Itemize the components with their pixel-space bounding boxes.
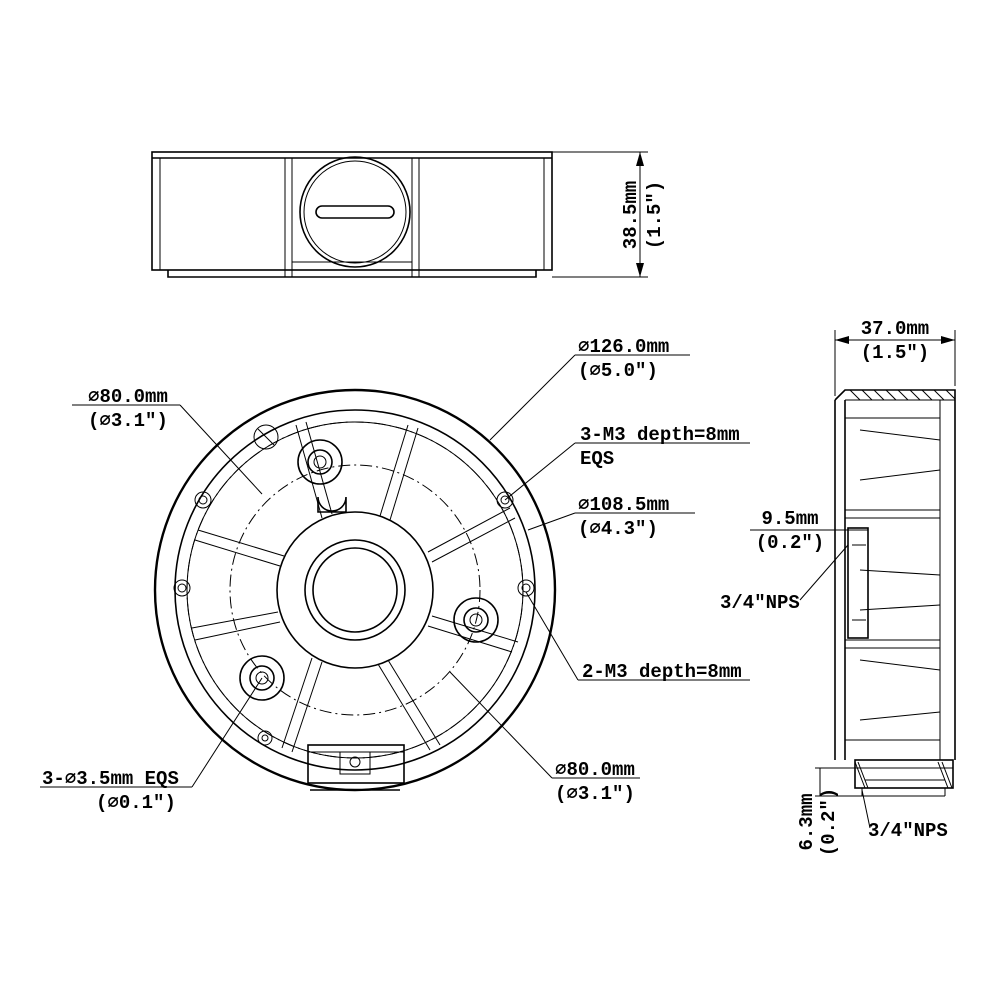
side-port — [847, 527, 869, 639]
outer-dia-mm-label: ∅126.0mm — [578, 336, 669, 358]
dia80-left-mm-label: ∅80.0mm — [88, 386, 168, 408]
screw-3m3-label: 3-M3 depth=8mm — [580, 424, 740, 446]
width-mm-label: 37.0mm — [861, 318, 929, 340]
dia108-mm-label: ∅108.5mm — [578, 494, 669, 516]
screw-3m3-note: EQS — [580, 448, 614, 470]
outer-rim — [153, 388, 557, 792]
screw-2m3-label: 2-M3 depth=8mm — [582, 661, 742, 683]
side-view: 37.0mm (1.5") 9.5mm (0.2") 3/4"NPS 6.3mm… — [720, 318, 956, 856]
cover-cap — [299, 156, 411, 268]
height-in-label: (1.5") — [644, 181, 666, 249]
hole35-mm-label: 3-∅3.5mm EQS — [42, 768, 179, 790]
flange-in-label: (0.2") — [818, 788, 840, 856]
thread-bottom-label: 3/4"NPS — [868, 820, 948, 842]
dia80-bottom-in-label: (∅3.1") — [555, 783, 635, 805]
bottom-port — [307, 744, 405, 784]
bottom-thread — [854, 759, 954, 789]
offset-in-label: (0.2") — [756, 532, 824, 554]
flange-mm-label: 6.3mm — [796, 793, 818, 850]
width-in-label: (1.5") — [861, 342, 929, 364]
thread-side-label: 3/4"NPS — [720, 592, 800, 614]
bolt-circle-80 — [229, 464, 481, 716]
radial-ribs — [191, 421, 519, 753]
dia108-in-label: (∅4.3") — [578, 518, 658, 540]
boss-bottom-left — [239, 655, 285, 701]
boss-top — [297, 439, 343, 485]
boss-right — [453, 597, 499, 643]
dia80-bottom-mm-label: ∅80.0mm — [555, 759, 635, 781]
cover-slot — [315, 205, 395, 219]
dia80-left-in-label: (∅3.1") — [88, 410, 168, 432]
outer-dia-in-label: (∅5.0") — [578, 360, 658, 382]
hole35-in-label: (∅0.1") — [96, 792, 176, 814]
height-mm-label: 38.5mm — [620, 181, 642, 249]
top-view: ∅126.0mm (∅5.0") ∅80.0mm (∅3.1") 3-M3 de… — [40, 336, 750, 814]
front-view: 38.5mm (1.5") — [151, 151, 666, 278]
center-hub — [276, 511, 434, 669]
offset-mm-label: 9.5mm — [761, 508, 818, 530]
small-holes — [173, 424, 535, 746]
